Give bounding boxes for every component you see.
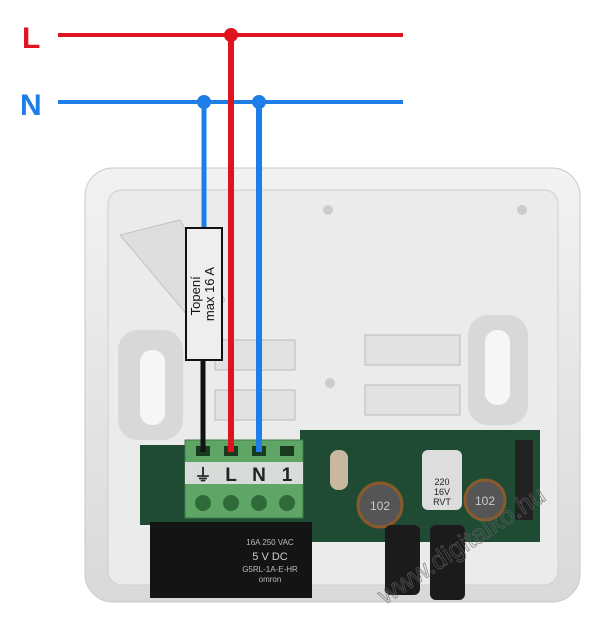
electrolytic-capacitor: [430, 525, 465, 600]
svg-text:omron: omron: [259, 575, 282, 584]
svg-text:102: 102: [370, 499, 390, 513]
wires: [58, 28, 403, 452]
line-label: L: [22, 22, 40, 55]
capacitor-label: 220: [434, 477, 449, 487]
junction-dot: [252, 95, 266, 109]
inductor: [356, 481, 404, 529]
terminal-n: N: [252, 465, 266, 486]
terminal-l: L: [225, 465, 237, 486]
svg-text:Topení max 16 A: Topení max 16 A: [188, 267, 217, 322]
inductor: [463, 478, 507, 522]
junction-dot: [197, 95, 211, 109]
relay: omron G5RL-1A-E-HR 5 V DC 16A 250 VAC: [150, 522, 312, 598]
svg-text:16A 250 VAC: 16A 250 VAC: [246, 538, 294, 547]
electrolytic-capacitor: [385, 525, 420, 595]
terminal-earth: ⏚: [195, 466, 212, 485]
load-label: Topení max 16 A: [185, 227, 223, 361]
terminal-1: 1: [282, 465, 293, 486]
svg-text:RVT: RVT: [433, 497, 451, 507]
varistor: [330, 450, 348, 490]
svg-text:G5RL-1A-E-HR: G5RL-1A-E-HR: [242, 565, 298, 574]
svg-text:16V: 16V: [434, 487, 450, 497]
svg-text:102: 102: [475, 494, 495, 508]
junction-dot: [224, 28, 238, 42]
neutral-label: N: [20, 89, 42, 122]
svg-text:5 V DC: 5 V DC: [252, 551, 288, 563]
